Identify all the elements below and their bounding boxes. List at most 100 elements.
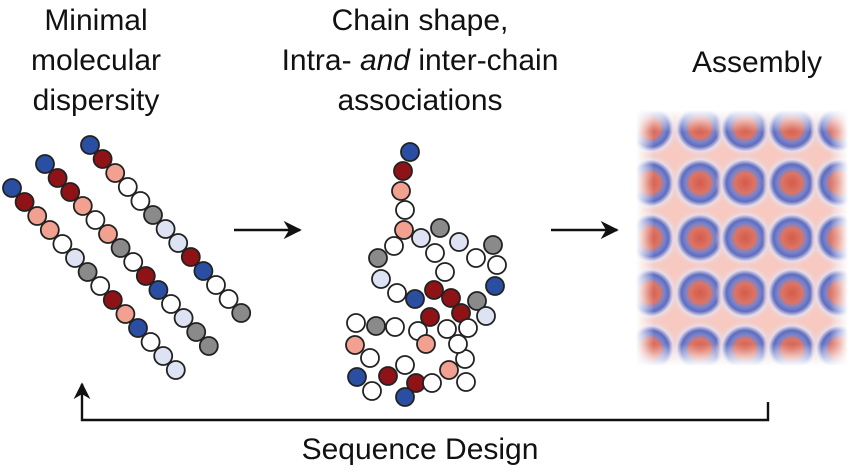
label-intra: Intra- <box>282 44 360 77</box>
folded-bead <box>430 218 450 238</box>
fade-left <box>636 110 654 366</box>
assembly-domain <box>762 263 822 323</box>
folded-bead <box>424 280 444 300</box>
chain-1-bead <box>2 178 22 198</box>
chain-2-bead <box>72 196 93 216</box>
assembly-domain <box>670 208 730 268</box>
chain-3-bead <box>155 219 176 239</box>
folded-bead <box>466 248 486 268</box>
chain-3-bead <box>180 247 201 267</box>
folded-bead <box>411 228 431 248</box>
folded-bead <box>346 313 366 333</box>
folded-bead <box>368 248 388 268</box>
chain-1-bead <box>128 318 148 338</box>
folded-bead <box>347 367 367 387</box>
folded-chain <box>345 142 507 407</box>
chain-3-bead <box>92 149 113 169</box>
folded-bead <box>391 181 411 201</box>
assembly-domain <box>670 263 730 323</box>
chain-3-bead <box>193 261 214 281</box>
folded-bead <box>366 316 386 336</box>
chain-1-bead <box>52 234 73 254</box>
label-intra-inter: Intra- and inter-chain <box>282 44 559 77</box>
label-associations: associations <box>337 84 502 117</box>
chain-3-bead <box>130 191 151 211</box>
chain-2-bead <box>173 308 194 328</box>
chain-1-bead <box>153 346 174 366</box>
folded-bead <box>441 288 461 308</box>
folded-bead <box>395 387 415 407</box>
folded-bead <box>394 220 414 240</box>
folded-bead <box>395 200 415 220</box>
chain-3-bead <box>143 205 163 225</box>
folded-bead <box>395 355 415 375</box>
aligned-chains <box>2 135 252 380</box>
chain-3-bead <box>231 303 252 323</box>
chain-2-bead <box>135 266 156 286</box>
label-molecular: molecular <box>31 44 161 77</box>
chain-2-bead <box>123 252 144 272</box>
folded-bead <box>483 235 503 255</box>
chain-2-bead <box>85 210 106 230</box>
folded-bead <box>384 236 404 256</box>
chain-1-bead <box>14 192 35 212</box>
chain-2-bead <box>148 280 169 300</box>
folded-bead <box>439 360 459 380</box>
chain-1-bead <box>102 290 123 310</box>
fade-top <box>636 110 848 132</box>
assembly-domain <box>670 153 730 213</box>
chain-3-bead <box>218 289 239 309</box>
chain-3-bead <box>105 163 126 183</box>
chain-2-bead <box>35 154 55 174</box>
chain-1-bead <box>90 276 111 296</box>
chain-2-bead <box>161 294 181 314</box>
chain-2-bead <box>47 168 68 188</box>
assembly-domain <box>715 153 775 213</box>
assembly-domain <box>715 208 775 268</box>
chain-3-bead <box>206 275 226 295</box>
label-inter-chain: inter-chain <box>410 44 558 77</box>
assembly-domain <box>715 263 775 323</box>
chain-2-bead <box>198 336 219 356</box>
chain-2-bead <box>98 224 118 244</box>
label-chain-shape: Chain shape, <box>332 4 509 37</box>
folded-bead <box>422 373 442 393</box>
assembly-domains <box>636 110 848 366</box>
chain-1-bead <box>27 206 48 226</box>
folded-bead <box>387 283 407 303</box>
assembly-domain <box>762 208 822 268</box>
folded-bead <box>385 317 405 337</box>
label-and: and <box>360 44 411 77</box>
folded-bead <box>458 318 478 338</box>
folded-bead <box>416 334 436 354</box>
chain-1-bead <box>115 304 136 324</box>
feedback-arrow <box>73 382 770 422</box>
chain-1-bead <box>77 262 98 282</box>
folded-bead <box>345 335 365 355</box>
folded-bead <box>400 142 420 162</box>
label-dispersity: dispersity <box>33 84 160 117</box>
folded-bead <box>405 289 425 309</box>
label-assembly: Assembly <box>692 46 822 79</box>
fade-bottom <box>636 344 848 366</box>
chain-3-bead <box>117 177 138 197</box>
folded-bead <box>378 366 398 386</box>
folded-bead <box>449 232 469 252</box>
folded-bead <box>476 306 496 326</box>
folded-bead <box>371 269 391 289</box>
folded-bead <box>485 276 505 296</box>
chain-2-bead <box>186 322 207 342</box>
chain-3-bead <box>168 233 189 253</box>
folded-bead <box>448 334 468 354</box>
label-minimal: Minimal <box>44 4 147 37</box>
chain-1-bead <box>65 248 85 268</box>
chain-3-bead <box>80 135 100 155</box>
fade-right <box>830 110 848 366</box>
assembly-pattern <box>636 110 848 366</box>
folded-bead <box>467 291 487 311</box>
chain-1-bead <box>39 220 60 240</box>
folded-bead <box>393 161 413 181</box>
folded-bead <box>425 243 445 263</box>
